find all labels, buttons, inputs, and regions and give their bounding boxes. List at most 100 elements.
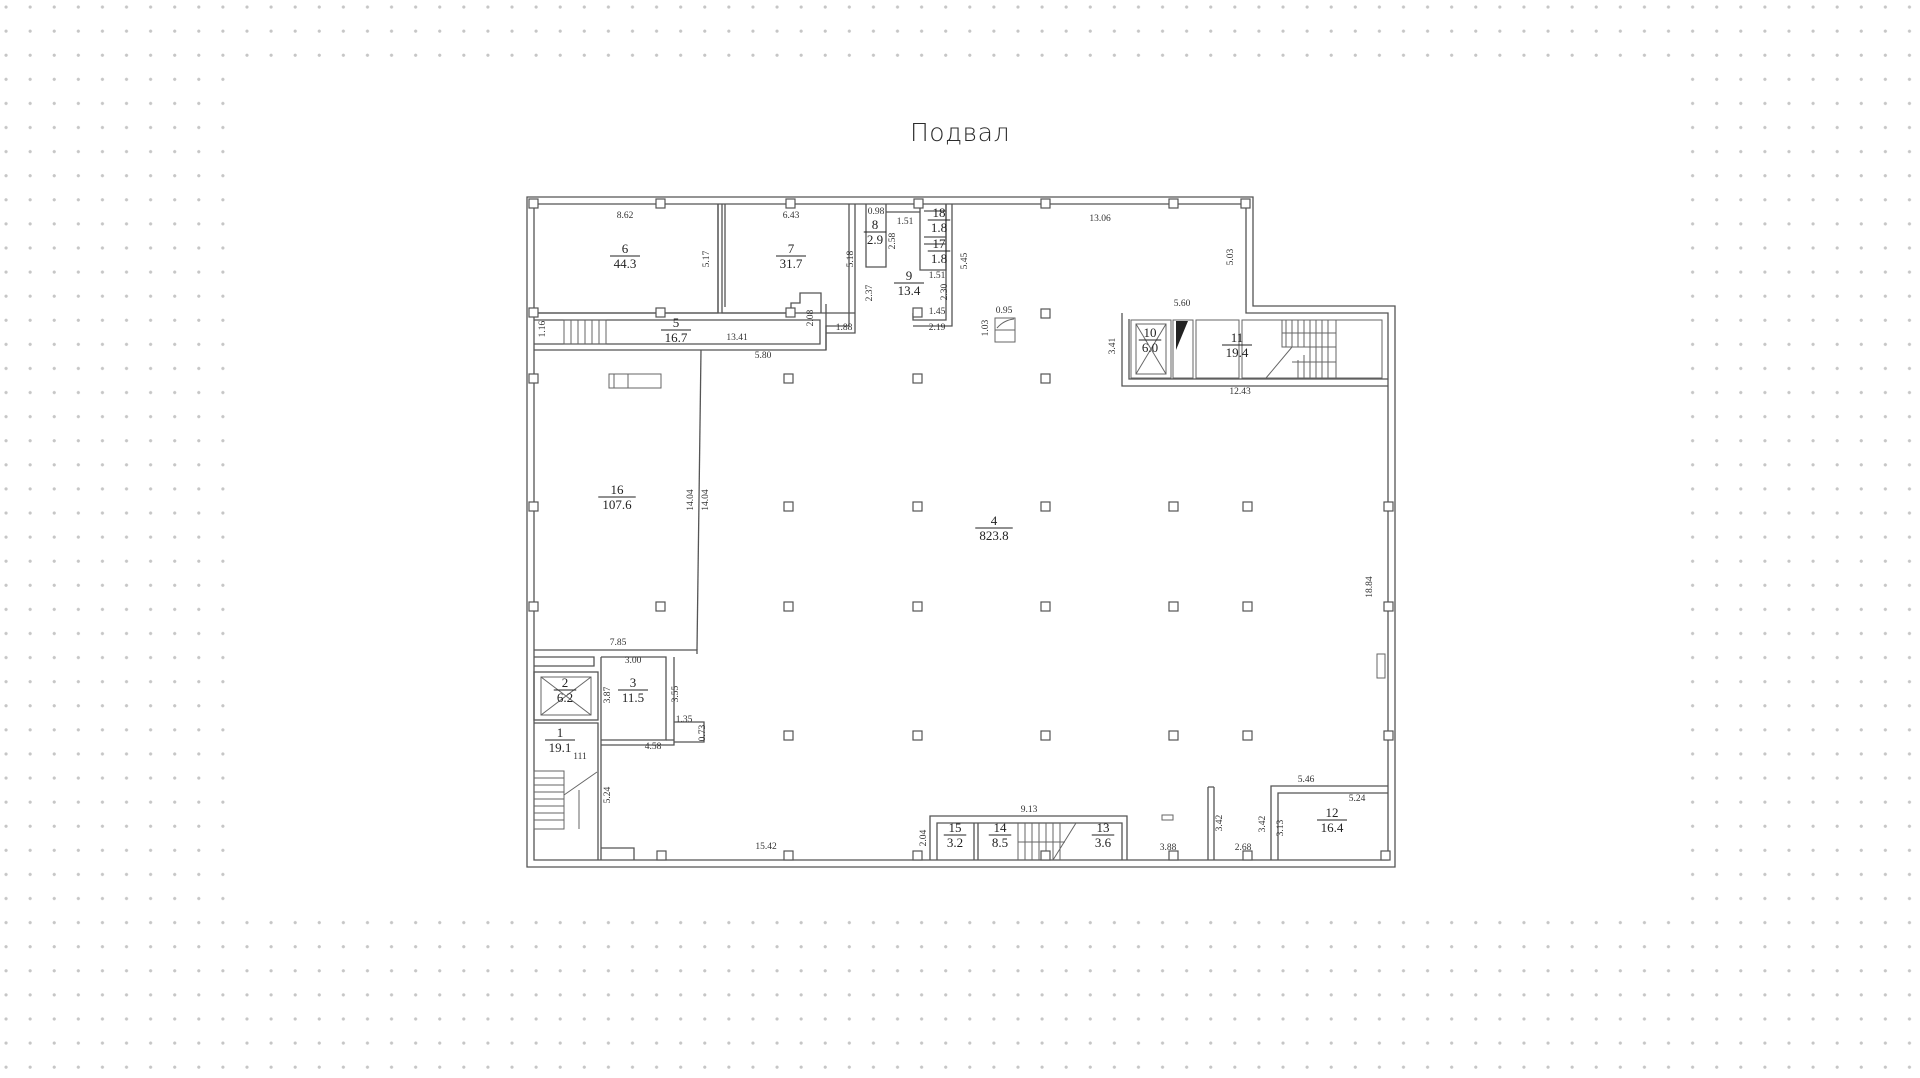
dimension-label: 0.98 — [868, 207, 885, 217]
dimension-label: 1.45 — [929, 307, 946, 317]
room-number: 5 — [673, 315, 680, 330]
dimension-label: 0.73 — [698, 724, 708, 741]
room-area: 31.7 — [780, 256, 803, 271]
room-number: 2 — [562, 675, 569, 690]
room-area: 1.8 — [931, 220, 947, 235]
walls-room-16 — [608, 349, 702, 651]
room-area: 6.0 — [1142, 340, 1158, 355]
dimension-label: 1.16 — [538, 320, 548, 337]
room-number: 6 — [622, 241, 629, 256]
dimension-label: 7.85 — [610, 638, 627, 648]
room-label-1: 119.1 — [545, 725, 575, 755]
dimension-label: 13.06 — [1089, 214, 1111, 224]
room-label-15: 153.2 — [943, 820, 967, 850]
dimension-label: 1.88 — [836, 323, 853, 333]
room-number: 17 — [933, 236, 947, 251]
dimension-label: 3.87 — [603, 686, 613, 703]
room-number: 15 — [949, 820, 962, 835]
room-number: 4 — [991, 513, 998, 528]
room-number: 1 — [557, 725, 564, 740]
room-label-3: 311.5 — [618, 675, 648, 705]
dimension-label: 3.00 — [625, 656, 642, 666]
room-area: 3.6 — [1095, 835, 1112, 850]
dimension-label: 3.55 — [671, 685, 681, 702]
walls-rooms-6-7 — [534, 204, 856, 350]
dimension-label: 14.04 — [701, 489, 711, 511]
walls-room-5 — [534, 312, 827, 351]
room-number: 3 — [630, 675, 637, 690]
room-label-5: 516.7 — [661, 315, 691, 345]
room-area: 16.4 — [1321, 820, 1344, 835]
room-area: 2.9 — [867, 232, 883, 247]
room-label-13: 133.6 — [1091, 820, 1115, 850]
room-number: 10 — [1144, 325, 1157, 340]
room-number: 11 — [1231, 330, 1244, 345]
room-number: 8 — [872, 217, 879, 232]
dimension-label: 5.24 — [603, 786, 613, 803]
room-label-6: 644.3 — [610, 241, 640, 271]
room-area: 11.5 — [622, 690, 644, 705]
dimension-label: 1.03 — [981, 319, 991, 336]
structural-columns — [528, 198, 1394, 861]
room-area: 13.4 — [898, 283, 921, 298]
dimension-label: 1.51 — [897, 217, 914, 227]
dimension-label: 5.45 — [960, 252, 970, 269]
dimension-label: 5.24 — [1349, 794, 1366, 804]
small-shaft — [994, 317, 1016, 343]
room-area: 19.4 — [1226, 345, 1249, 360]
dimension-label: 9.13 — [1021, 805, 1038, 815]
walls-room-10-11 — [1121, 313, 1388, 387]
room-label-2: 26.2 — [553, 675, 577, 705]
dimension-label: 3.42 — [1258, 815, 1268, 832]
dimension-label: 5.46 — [1298, 775, 1315, 785]
dimension-label: 13.41 — [726, 333, 748, 343]
dimension-label: 3.42 — [1215, 814, 1225, 831]
walls-service-rooms — [865, 204, 953, 327]
dimension-label: 4.58 — [645, 742, 662, 752]
dimension-label: 6.43 — [783, 211, 800, 221]
room-label-18: 181.8 — [927, 205, 951, 235]
dimension-label: 2.30 — [940, 283, 950, 300]
room-area: 1.8 — [931, 251, 947, 266]
room-area: 16.7 — [665, 330, 688, 345]
room-number: 14 — [994, 820, 1008, 835]
room-area: 19.1 — [549, 740, 572, 755]
dimension-label: 18.84 — [1365, 576, 1375, 598]
room-area: 8.5 — [992, 835, 1008, 850]
outer-walls — [526, 196, 1396, 868]
room-label-9: 913.4 — [894, 268, 924, 298]
dimension-label: 5.80 — [755, 351, 772, 361]
room-area: 3.2 — [947, 835, 963, 850]
dimension-label: 3.88 — [1160, 843, 1177, 853]
dimension-label: 14.04 — [686, 489, 696, 511]
plan-canvas-area — [236, 66, 1686, 908]
walls-rooms-12-15 — [929, 785, 1388, 861]
dimension-label: 0.95 — [996, 306, 1013, 316]
room-area: 44.3 — [614, 256, 637, 271]
dimension-label: 1.51 — [929, 271, 946, 281]
room-number: 9 — [906, 268, 913, 283]
room-label-14: 148.5 — [988, 820, 1012, 850]
room-label-17: 171.8 — [927, 236, 951, 266]
dimension-label: 5.03 — [1226, 248, 1236, 265]
room-number: 12 — [1326, 805, 1339, 820]
dimension-label: 5.60 — [1174, 299, 1191, 309]
dimension-label: 2.58 — [888, 232, 898, 249]
room-label-10: 106.0 — [1138, 325, 1162, 355]
room-label-8: 82.9 — [863, 217, 887, 247]
dimension-label: 2.37 — [865, 284, 875, 301]
dimension-label: 5.18 — [846, 250, 856, 267]
room-area: 6.2 — [557, 690, 573, 705]
dimension-label: 2.08 — [806, 309, 816, 326]
room-number: 7 — [788, 241, 795, 256]
dimension-label: 5.17 — [702, 250, 712, 267]
dimension-label: 2.04 — [919, 829, 929, 846]
dimension-label: 15.42 — [755, 842, 777, 852]
dimension-label: 111 — [573, 752, 587, 762]
room-label-7: 731.7 — [776, 241, 806, 271]
dimension-label: 8.62 — [617, 211, 634, 221]
